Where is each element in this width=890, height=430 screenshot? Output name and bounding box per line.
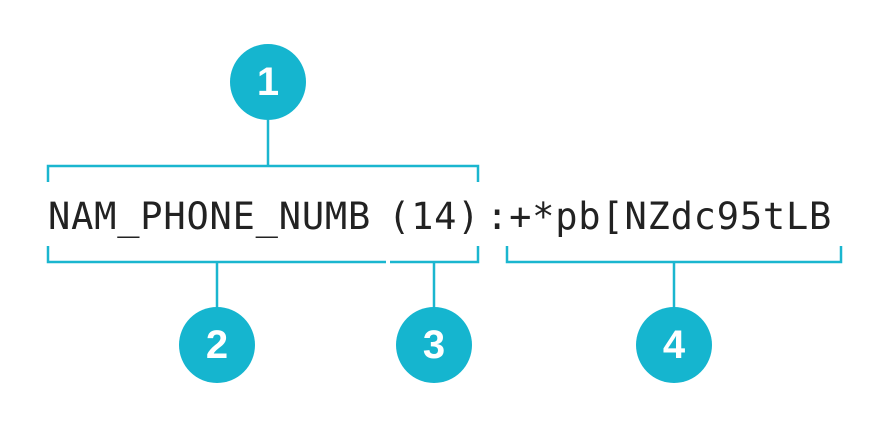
callout-3-circle	[396, 307, 472, 383]
callout-2: 2	[179, 307, 255, 383]
bracket-value	[505, 246, 843, 308]
callout-1-number: 1	[257, 60, 279, 104]
callout-4-circle	[636, 307, 712, 383]
field-name: NAM_PHONE_NUMB	[48, 195, 371, 239]
bracket-top	[46, 120, 480, 182]
callout-3: 3	[396, 307, 472, 383]
callout-4: 4	[636, 307, 712, 383]
code-line: NAM_PHONE_NUMB (14) :+*pb[NZdc95tLB	[48, 195, 832, 239]
field-length: (14)	[388, 195, 480, 238]
callout-1-circle	[230, 44, 306, 120]
bracket-length	[390, 246, 480, 308]
callout-1: 1	[230, 44, 306, 120]
callout-2-number: 2	[206, 323, 228, 367]
callout-4-number: 4	[663, 323, 686, 367]
field-value: :+*pb[NZdc95tLB	[486, 195, 832, 238]
bracket-name	[46, 246, 386, 308]
callout-2-circle	[179, 307, 255, 383]
callout-3-number: 3	[423, 323, 445, 367]
